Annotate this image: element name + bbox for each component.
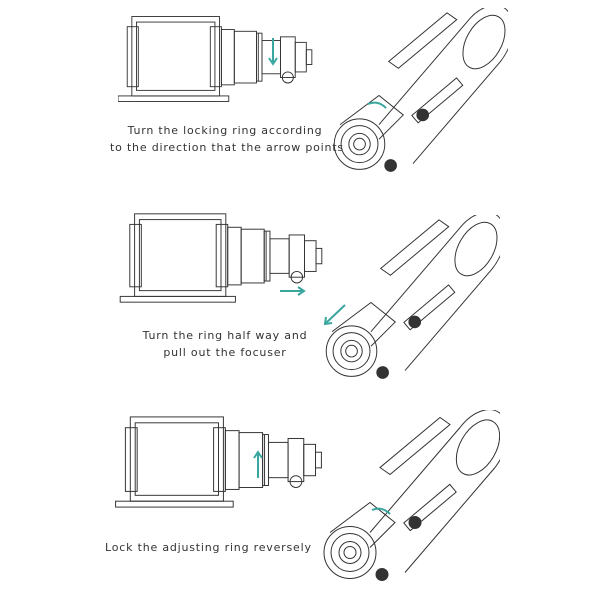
caption-line: Lock the adjusting ring reversely	[105, 541, 312, 554]
step-3-caption: Lock the adjusting ring reversely	[105, 539, 312, 556]
step-2: Turn the ring half way and pull out the …	[0, 205, 600, 405]
step-1-caption: Turn the locking ring according to the d…	[110, 122, 344, 156]
step-2-illustration	[119, 213, 500, 379]
caption-line: Turn the ring half way and	[142, 329, 308, 342]
arrow-head	[253, 450, 263, 459]
telescope-side-view	[118, 16, 313, 102]
caption-line: Turn the locking ring according	[127, 124, 323, 137]
telescope-side-view	[115, 416, 322, 508]
arrow-head	[268, 57, 278, 66]
rotate-arrow-icon	[367, 101, 387, 109]
telescope-perspective-view	[325, 215, 500, 379]
arrow-head	[323, 316, 333, 326]
telescope-side-view	[119, 213, 323, 303]
step-1: Turn the locking ring according to the d…	[0, 0, 600, 200]
telescope-perspective-view	[323, 410, 500, 582]
step-3-illustration	[115, 410, 500, 582]
step-2-caption: Turn the ring half way and pull out the …	[130, 327, 320, 361]
caption-line: to the direction that the arrow points	[110, 141, 344, 154]
arrow-pull-icon	[325, 304, 346, 324]
step-3: Lock the adjusting ring reversely	[0, 410, 600, 610]
telescope-perspective-view	[333, 8, 508, 172]
arrow-head	[297, 286, 306, 296]
caption-line: pull out the focuser	[163, 346, 287, 359]
step-1-illustration	[118, 8, 508, 172]
rotate-arrow-icon	[371, 507, 391, 515]
